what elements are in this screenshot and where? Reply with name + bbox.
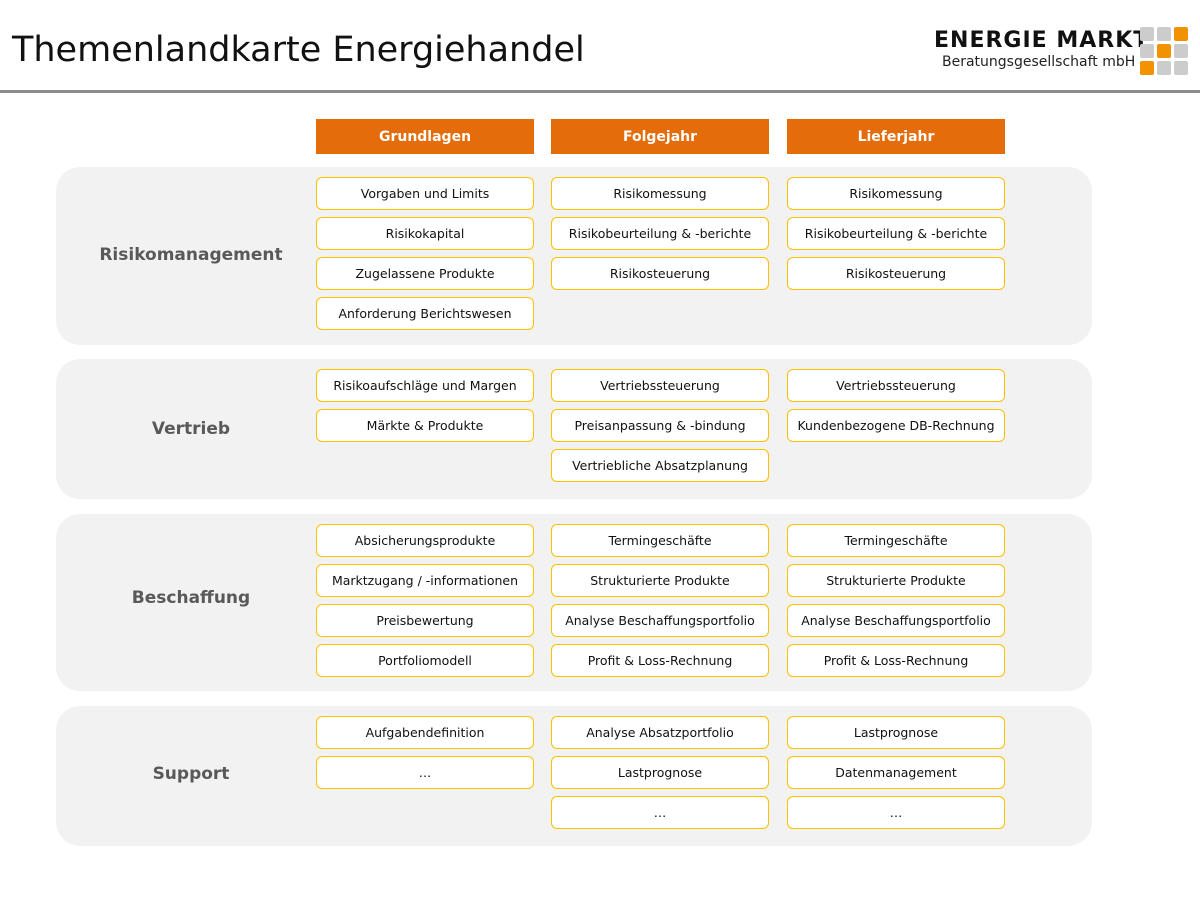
topic-box: Preisanpassung & -bindung bbox=[551, 409, 769, 442]
topic-box: Preisbewertung bbox=[316, 604, 534, 637]
topic-box: Termingeschäfte bbox=[551, 524, 769, 557]
topic-box: Zugelassene Produkte bbox=[316, 257, 534, 290]
topic-box: Analyse Beschaffungsportfolio bbox=[551, 604, 769, 637]
topic-box: Risikoaufschläge und Margen bbox=[316, 369, 534, 402]
section-label: Beschaffung bbox=[131, 588, 251, 608]
topic-box: Termingeschäfte bbox=[787, 524, 1005, 557]
topic-box: Absicherungsprodukte bbox=[316, 524, 534, 557]
topic-box: Analyse Beschaffungsportfolio bbox=[787, 604, 1005, 637]
topic-box: Lastprognose bbox=[787, 716, 1005, 749]
header-divider bbox=[0, 90, 1200, 93]
topic-box: Risikosteuerung bbox=[787, 257, 1005, 290]
topic-box: Vertriebssteuerung bbox=[551, 369, 769, 402]
section-label: Support bbox=[152, 764, 230, 784]
topic-box: Strukturierte Produkte bbox=[787, 564, 1005, 597]
topic-box: Risikokapital bbox=[316, 217, 534, 250]
topic-box: … bbox=[787, 796, 1005, 829]
topic-box: … bbox=[551, 796, 769, 829]
topic-box: Risikobeurteilung & -berichte bbox=[551, 217, 769, 250]
page-title: Themenlandkarte Energiehandel bbox=[12, 30, 585, 70]
topic-box: Vorgaben und Limits bbox=[316, 177, 534, 210]
logo-name: ENERGIE MARKT bbox=[934, 28, 1150, 53]
section-label: Risikomanagement bbox=[99, 245, 283, 265]
topic-box: Portfoliomodell bbox=[316, 644, 534, 677]
topic-box: Risikomessung bbox=[551, 177, 769, 210]
topic-box: Märkte & Produkte bbox=[316, 409, 534, 442]
topic-box: Datenmanagement bbox=[787, 756, 1005, 789]
topic-box: Profit & Loss-Rechnung bbox=[551, 644, 769, 677]
topic-box: Lastprognose bbox=[551, 756, 769, 789]
topic-box: Strukturierte Produkte bbox=[551, 564, 769, 597]
topic-box: Anforderung Berichtswesen bbox=[316, 297, 534, 330]
company-logo: ENERGIE MARKT Beratungsgesellschaft mbH bbox=[930, 26, 1190, 76]
column-header-grundlagen: Grundlagen bbox=[316, 119, 534, 154]
topic-box: Kundenbezogene DB-Rechnung bbox=[787, 409, 1005, 442]
column-header-lieferjahr: Lieferjahr bbox=[787, 119, 1005, 154]
column-header-folgejahr: Folgejahr bbox=[551, 119, 769, 154]
topic-box: Aufgabendefinition bbox=[316, 716, 534, 749]
topic-box: Risikosteuerung bbox=[551, 257, 769, 290]
topic-box: Profit & Loss-Rechnung bbox=[787, 644, 1005, 677]
topic-box: Risikobeurteilung & -berichte bbox=[787, 217, 1005, 250]
logo-grid-icon bbox=[1140, 27, 1188, 75]
topic-box: Vertriebliche Absatzplanung bbox=[551, 449, 769, 482]
topic-box: Risikomessung bbox=[787, 177, 1005, 210]
logo-subtitle: Beratungsgesellschaft mbH bbox=[942, 54, 1136, 70]
topic-box: Analyse Absatzportfolio bbox=[551, 716, 769, 749]
section-label: Vertrieb bbox=[151, 419, 231, 439]
topic-box: … bbox=[316, 756, 534, 789]
column-grundlagen: Aufgabendefinition … bbox=[316, 716, 534, 789]
topic-box: Marktzugang / -informationen bbox=[316, 564, 534, 597]
topic-box: Vertriebssteuerung bbox=[787, 369, 1005, 402]
